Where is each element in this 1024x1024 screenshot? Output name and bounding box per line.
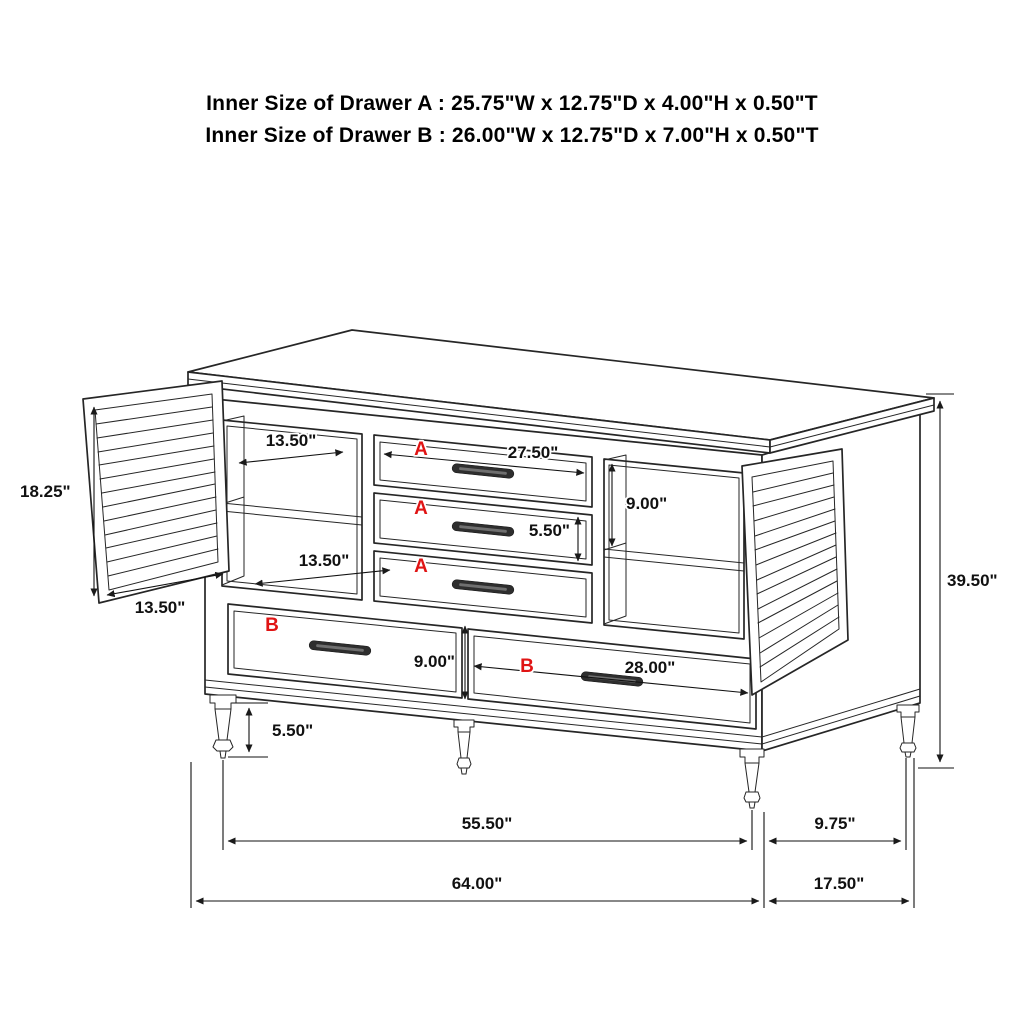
overall-height-label: 39.50" bbox=[947, 571, 998, 590]
right-door-inner-frame bbox=[751, 460, 840, 683]
base-molding-lines bbox=[204, 679, 921, 745]
drawer-a2-letter: A bbox=[414, 498, 428, 519]
drawer-b-height-label: 9.00" bbox=[414, 652, 455, 671]
left-door-louvers bbox=[95, 406, 219, 577]
front-center-leg bbox=[453, 719, 475, 775]
dim-shelf-width-arrow bbox=[254, 567, 391, 587]
left-door-inner-frame bbox=[94, 393, 219, 591]
shelf-width-label: 13.50" bbox=[299, 551, 350, 570]
drawer-a2-inner bbox=[379, 499, 587, 560]
title-block: Inner Size of Drawer A : 25.75"W x 12.75… bbox=[0, 88, 1024, 151]
drawer-b1-letter: B bbox=[265, 615, 279, 636]
left-door bbox=[82, 380, 230, 604]
drawer-b1-inner bbox=[233, 610, 457, 693]
dim-shelf-depth-arrow bbox=[238, 449, 344, 466]
width-between-legs-label: 55.50" bbox=[462, 814, 513, 833]
drawer-a-inner-size-text: Inner Size of Drawer A : 25.75"W x 12.75… bbox=[206, 92, 818, 115]
right-cabinet-opening-inner bbox=[608, 464, 740, 634]
back-right-leg bbox=[896, 704, 920, 758]
drawer-b1-handle bbox=[308, 640, 372, 656]
drawer-a2-handle bbox=[451, 521, 515, 537]
top-molding-line bbox=[187, 378, 935, 448]
overall-depth-label: 17.50" bbox=[814, 874, 865, 893]
drawer-b-inner-size-text: Inner Size of Drawer B : 26.00"W x 12.75… bbox=[205, 123, 819, 147]
right-door bbox=[741, 448, 849, 696]
drawer-a-height-label: 5.50" bbox=[529, 521, 570, 540]
right-cabinet-shelf bbox=[603, 548, 745, 572]
right-door-panel bbox=[741, 448, 849, 696]
dresser-drawing bbox=[82, 329, 935, 809]
right-cabinet-opening bbox=[603, 458, 745, 640]
drawer-a1-letter: A bbox=[414, 439, 428, 460]
front-left-leg bbox=[209, 694, 237, 759]
depth-between-legs-label: 9.75" bbox=[814, 814, 855, 833]
drawer-b-width-label: 28.00" bbox=[625, 658, 676, 677]
right-door-louvers bbox=[752, 472, 840, 668]
door-height-label: 18.25" bbox=[20, 482, 71, 501]
shelf-depth-label: 13.50" bbox=[266, 431, 317, 450]
front-right-leg bbox=[739, 748, 765, 809]
extension-lines bbox=[190, 393, 954, 908]
cabinet-height-label: 9.00" bbox=[626, 494, 667, 513]
overall-width-label: 64.00" bbox=[452, 874, 503, 893]
dim-drawer-b-width-arrow bbox=[473, 663, 749, 696]
left-cabinet-shelf bbox=[221, 502, 363, 526]
dimension-annotations: 13.50" 18.25" 13.50" 13.50" 27.50" 5.50"… bbox=[18, 393, 999, 908]
drawer-b2-letter: B bbox=[520, 656, 534, 677]
leg-height-label: 5.50" bbox=[272, 721, 313, 740]
dim-door-width-arrow bbox=[106, 571, 224, 598]
drawer-a-width-label: 27.50" bbox=[508, 443, 559, 462]
drawer-a3-letter: A bbox=[414, 556, 428, 577]
dim-drawer-a-width-arrow bbox=[383, 451, 585, 476]
left-cabinet-interior-lines bbox=[221, 415, 245, 586]
door-width-label: 13.50" bbox=[135, 598, 186, 617]
right-cabinet-interior-lines bbox=[603, 454, 627, 625]
drawer-a3-handle bbox=[451, 579, 515, 595]
